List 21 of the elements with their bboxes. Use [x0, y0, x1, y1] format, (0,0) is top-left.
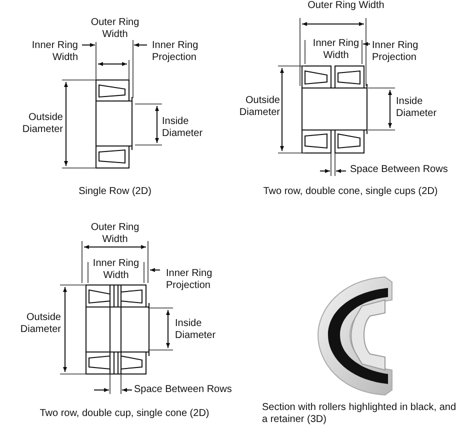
- figure-caption: Section with rollers highlighted in black, and a retainer (3D): [262, 402, 457, 426]
- dimension-label: Outer Ring Width: [306, 0, 386, 12]
- dimension-label: Inner Ring Width: [312, 38, 360, 62]
- figure-caption: Single Row (2D): [78, 186, 152, 198]
- dimension-label: Outside Diameter: [21, 112, 63, 136]
- figure-caption: Two row, double cup, single cone (2D): [38, 408, 210, 420]
- dimension-label: Inner Ring Width: [30, 40, 78, 64]
- dimension-label: Outside Diameter: [19, 312, 61, 336]
- dimension-label: Outer Ring Width: [90, 17, 140, 41]
- dimension-label: Inside Diameter: [175, 318, 217, 342]
- dimension-label: Outside Diameter: [238, 95, 280, 119]
- dimension-label: Inside Diameter: [162, 116, 204, 140]
- dimension-label: Space Between Rows: [134, 384, 233, 396]
- dimension-label: Inner Ring Projection: [372, 40, 420, 64]
- dimension-label: Inner Ring Projection: [152, 40, 200, 64]
- dimension-label: Space Between Rows: [350, 164, 449, 176]
- dimension-label: Outer Ring Width: [90, 222, 140, 246]
- figure-caption: Two row, double cone, single cups (2D): [262, 186, 439, 198]
- dimension-label: Inner Ring Projection: [166, 268, 214, 292]
- dimension-label: Inner Ring Width: [92, 258, 140, 282]
- dimension-label: Inside Diameter: [396, 96, 438, 120]
